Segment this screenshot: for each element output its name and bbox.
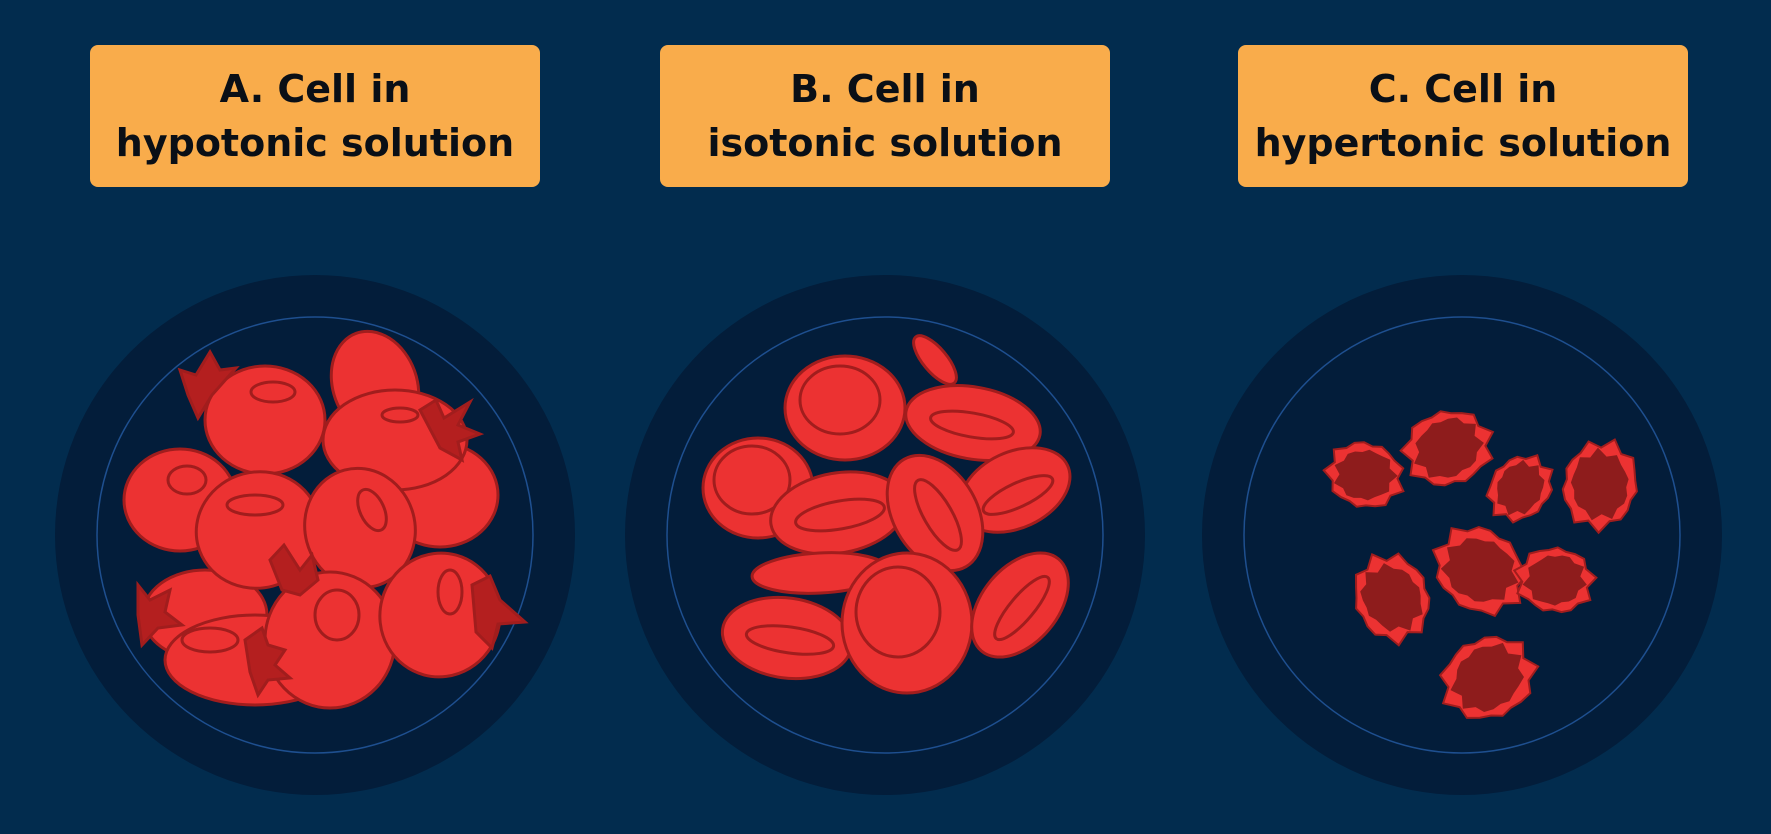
label-hypertonic-line2: hypertonic solution xyxy=(1254,121,1672,165)
crenated-red-blood-cell-icon xyxy=(1512,546,1598,614)
label-isotonic: B. Cell in isotonic solution xyxy=(660,45,1110,187)
swollen-red-blood-cell-icon xyxy=(303,466,417,590)
label-isotonic-line2: isotonic solution xyxy=(707,121,1063,165)
biconcave-red-blood-cell-icon xyxy=(970,551,1070,659)
label-hypertonic-line1: C. Cell in xyxy=(1368,67,1558,111)
biconcave-red-blood-cell-icon xyxy=(885,453,985,573)
crenated-red-blood-cell-icon xyxy=(1431,526,1528,618)
crenated-red-blood-cell-icon xyxy=(1561,438,1638,535)
crenated-red-blood-cell-icon xyxy=(1485,454,1554,524)
biconcave-red-blood-cell-icon xyxy=(912,334,958,386)
shrunken-cells xyxy=(1322,410,1638,719)
crenated-red-blood-cell-icon xyxy=(1354,552,1431,647)
crenated-red-blood-cell-icon xyxy=(1399,410,1495,487)
normal-cells xyxy=(701,334,1072,695)
swollen-cells xyxy=(122,329,529,710)
biconcave-red-blood-cell-icon xyxy=(904,384,1042,462)
swollen-red-blood-cell-icon xyxy=(243,542,397,710)
label-hypertonic: C. Cell in hypertonic solution xyxy=(1238,45,1688,187)
biconcave-red-blood-cell-icon xyxy=(783,354,907,462)
crenated-red-blood-cell-icon xyxy=(1322,441,1405,508)
label-isotonic-line1: B. Cell in xyxy=(790,67,980,111)
swollen-red-blood-cell-icon xyxy=(321,388,485,492)
swollen-red-blood-cell-icon xyxy=(378,551,529,679)
label-hypotonic: A. Cell in hypotonic solution xyxy=(90,45,540,187)
biconcave-red-blood-cell-icon xyxy=(840,551,974,695)
label-hypotonic-line1: A. Cell in xyxy=(219,67,411,111)
swollen-red-blood-cell-icon xyxy=(177,349,327,476)
crenated-red-blood-cell-icon xyxy=(1438,635,1540,719)
biconcave-red-blood-cell-icon xyxy=(720,595,854,681)
label-hypotonic-line2: hypotonic solution xyxy=(115,121,515,165)
